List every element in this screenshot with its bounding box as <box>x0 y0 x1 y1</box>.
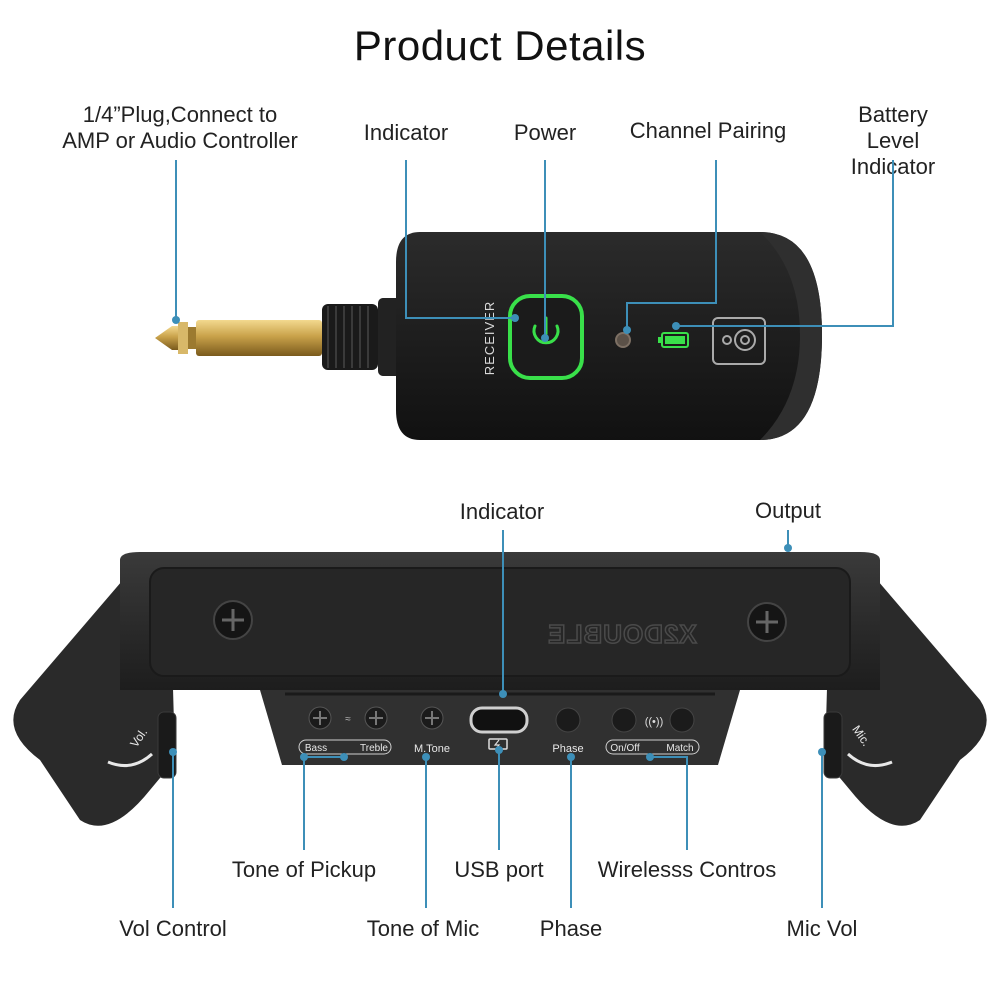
vol-control-label: Vol Control <box>119 916 227 941</box>
brand-logo: X2DOUBLE <box>547 619 697 649</box>
screw-left-icon <box>213 600 253 640</box>
phase-text: Phase <box>552 743 583 755</box>
mic-arrow-icon <box>846 752 893 768</box>
on-off-button[interactable] <box>611 707 637 733</box>
treble-knob[interactable] <box>364 706 388 730</box>
phase-button[interactable] <box>555 707 581 733</box>
page-title: Product Details <box>353 22 647 69</box>
usb-port-label: USB port <box>454 857 544 882</box>
channel-pairing-label: Channel Pairing <box>629 118 787 143</box>
tone-of-mic-label: Tone of Mic <box>366 916 480 941</box>
vol-arrow-icon <box>107 752 154 768</box>
bass-knob[interactable] <box>308 706 332 730</box>
usb-c-port[interactable] <box>469 706 529 734</box>
bass-text: Bass <box>305 743 327 754</box>
tone-of-pickup-label: Tone of Pickup <box>231 857 377 882</box>
receiver-logo-icon <box>712 317 766 365</box>
transmitter-device: X2DOUBLE ≈ ((•)) Bass Treble <box>13 552 987 826</box>
mtone-text: M.Tone <box>414 743 450 755</box>
callout-dots <box>169 314 826 761</box>
vol-wheel[interactable] <box>157 711 177 779</box>
receiver-device: RECEIVER <box>155 232 822 440</box>
plug-label: 1/4”Plug,Connect to AMP or Audio Control… <box>62 102 298 153</box>
phase-label: Phase <box>539 916 603 941</box>
power-label: Power <box>513 120 577 145</box>
match-text: Match <box>666 743 693 754</box>
screw-right-icon <box>747 602 787 642</box>
treble-text: Treble <box>360 743 388 754</box>
wave-icon: ≈ <box>345 714 351 725</box>
mic-wheel[interactable] <box>823 711 843 779</box>
quarter-inch-plug <box>155 298 408 376</box>
receiver-text: RECEIVER <box>482 301 497 375</box>
mic-vol-label: Mic Vol <box>786 916 858 941</box>
tx-indicator-label: Indicator <box>459 499 545 524</box>
receiver-body <box>396 232 822 440</box>
mtone-knob[interactable] <box>420 706 444 730</box>
output-label: Output <box>754 498 822 523</box>
onoff-text: On/Off <box>610 743 639 754</box>
indicator-label: Indicator <box>363 120 449 145</box>
channel-pairing-led <box>615 332 631 348</box>
battery-icon <box>658 332 689 348</box>
wireless-icon: ((•)) <box>645 716 664 728</box>
match-button[interactable] <box>669 707 695 733</box>
wireless-controls-label: Wirelesss Contros <box>597 857 777 882</box>
